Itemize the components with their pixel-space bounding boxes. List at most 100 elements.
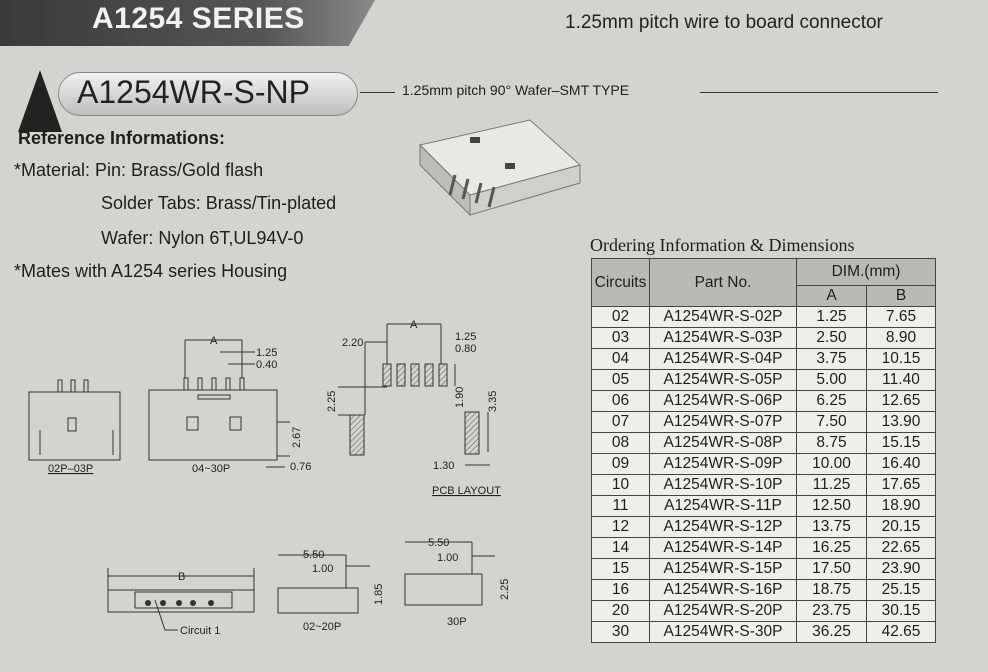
ordering-title: Ordering Information & Dimensions xyxy=(590,235,855,255)
pcb-dim-2-25: 2.25 xyxy=(326,391,338,412)
cell-dim-b: 30.15 xyxy=(866,600,936,622)
header-part-no: Part No. xyxy=(649,258,797,307)
dim-a: A xyxy=(210,335,218,347)
cell-part-no: A1254WR-S-20P xyxy=(649,600,797,622)
header-b: B xyxy=(866,285,936,307)
reference-solder-tabs: Solder Tabs: Brass/Tin-plated xyxy=(101,193,337,213)
side2-dim-1-00: 1.00 xyxy=(437,552,458,564)
cell-circuits: 04 xyxy=(591,348,650,370)
side-label-30p: 30P xyxy=(447,616,467,628)
reference-wafer: Wafer: Nylon 6T,UL94V-0 xyxy=(101,228,304,248)
cell-part-no: A1254WR-S-02P xyxy=(649,306,797,328)
cell-part-no: A1254WR-S-04P xyxy=(649,348,797,370)
side-dim-1-00: 1.00 xyxy=(312,563,333,575)
cell-dim-b: 17.65 xyxy=(866,474,936,496)
cell-part-no: A1254WR-S-08P xyxy=(649,432,797,454)
cell-dim-b: 22.65 xyxy=(866,537,936,559)
reference-title: Reference Informations: xyxy=(18,128,226,148)
cell-part-no: A1254WR-S-12P xyxy=(649,516,797,538)
reference-material: *Material: Pin: Brass/Gold flash xyxy=(14,160,264,180)
cell-circuits: 16 xyxy=(591,579,650,601)
pcb-dim-0-80: 0.80 xyxy=(455,343,476,355)
cell-dim-a: 13.75 xyxy=(796,516,867,538)
cell-part-no: A1254WR-S-06P xyxy=(649,390,797,412)
cell-dim-a: 16.25 xyxy=(796,537,867,559)
cell-dim-a: 10.00 xyxy=(796,453,867,475)
cell-dim-a: 3.75 xyxy=(796,348,867,370)
cell-dim-b: 15.15 xyxy=(866,432,936,454)
pcb-dim-3-35: 3.35 xyxy=(487,391,499,412)
cell-part-no: A1254WR-S-07P xyxy=(649,411,797,433)
cell-circuits: 30 xyxy=(591,621,650,643)
cell-dim-b: 12.65 xyxy=(866,390,936,412)
cell-dim-a: 17.50 xyxy=(796,558,867,580)
cell-part-no: A1254WR-S-11P xyxy=(649,495,797,517)
divider xyxy=(360,92,395,93)
pcb-dim-2-20: 2.20 xyxy=(342,337,363,349)
dim-0-40: 0.40 xyxy=(256,359,277,371)
pcb-dim-1-90: 1.90 xyxy=(454,387,466,408)
side-dim-5-50: 5.50 xyxy=(303,549,324,561)
cell-circuits: 20 xyxy=(591,600,650,622)
pcb-dim-1-25: 1.25 xyxy=(455,331,476,343)
side2-dim-2-25: 2.25 xyxy=(499,579,511,600)
cell-circuits: 09 xyxy=(591,453,650,475)
cell-part-no: A1254WR-S-05P xyxy=(649,369,797,391)
triangle-icon xyxy=(18,70,62,132)
header-circuits: Circuits xyxy=(591,258,650,307)
part-title: A1254WR-S-NP xyxy=(77,74,310,110)
cell-circuits: 12 xyxy=(591,516,650,538)
cell-dim-a: 2.50 xyxy=(796,327,867,349)
cell-dim-b: 7.65 xyxy=(866,306,936,328)
cell-dim-b: 23.90 xyxy=(866,558,936,580)
cell-circuits: 14 xyxy=(591,537,650,559)
cell-dim-a: 7.50 xyxy=(796,411,867,433)
cell-dim-a: 12.50 xyxy=(796,495,867,517)
cell-dim-b: 18.90 xyxy=(866,495,936,517)
cell-dim-b: 42.65 xyxy=(866,621,936,643)
dim-0-76: 0.76 xyxy=(290,461,311,473)
label-02p-03p: 02P–03P xyxy=(48,463,93,475)
cell-part-no: A1254WR-S-03P xyxy=(649,327,797,349)
cell-dim-a: 11.25 xyxy=(796,474,867,496)
dim-2-67: 2.67 xyxy=(291,427,303,448)
cell-dim-a: 23.75 xyxy=(796,600,867,622)
cell-circuits: 06 xyxy=(591,390,650,412)
cell-circuits: 10 xyxy=(591,474,650,496)
cell-part-no: A1254WR-S-15P xyxy=(649,558,797,580)
series-title: A1254 SERIES xyxy=(92,2,305,35)
dim-1-25: 1.25 xyxy=(256,347,277,359)
cell-dim-b: 11.40 xyxy=(866,369,936,391)
circuit-1-label: Circuit 1 xyxy=(180,625,220,637)
cell-dim-a: 5.00 xyxy=(796,369,867,391)
cell-dim-a: 1.25 xyxy=(796,306,867,328)
side-label-02-20p: 02~20P xyxy=(303,621,341,633)
side2-dim-5-50: 5.50 xyxy=(428,537,449,549)
cell-circuits: 03 xyxy=(591,327,650,349)
cell-circuits: 11 xyxy=(591,495,650,517)
cell-part-no: A1254WR-S-10P xyxy=(649,474,797,496)
technical-drawings: 02P–03P 04~30P A 1.25 0.40 2.67 0.76 A 2… xyxy=(28,319,511,637)
cell-dim-b: 8.90 xyxy=(866,327,936,349)
cell-dim-b: 16.40 xyxy=(866,453,936,475)
cell-circuits: 15 xyxy=(591,558,650,580)
reference-mates: *Mates with A1254 series Housing xyxy=(14,261,288,281)
cell-circuits: 08 xyxy=(591,432,650,454)
label-04-30p: 04~30P xyxy=(192,463,230,475)
series-banner xyxy=(0,0,375,46)
cell-dim-a: 36.25 xyxy=(796,621,867,643)
cell-circuits: 02 xyxy=(591,306,650,328)
cell-part-no: A1254WR-S-14P xyxy=(649,537,797,559)
cell-circuits: 05 xyxy=(591,369,650,391)
